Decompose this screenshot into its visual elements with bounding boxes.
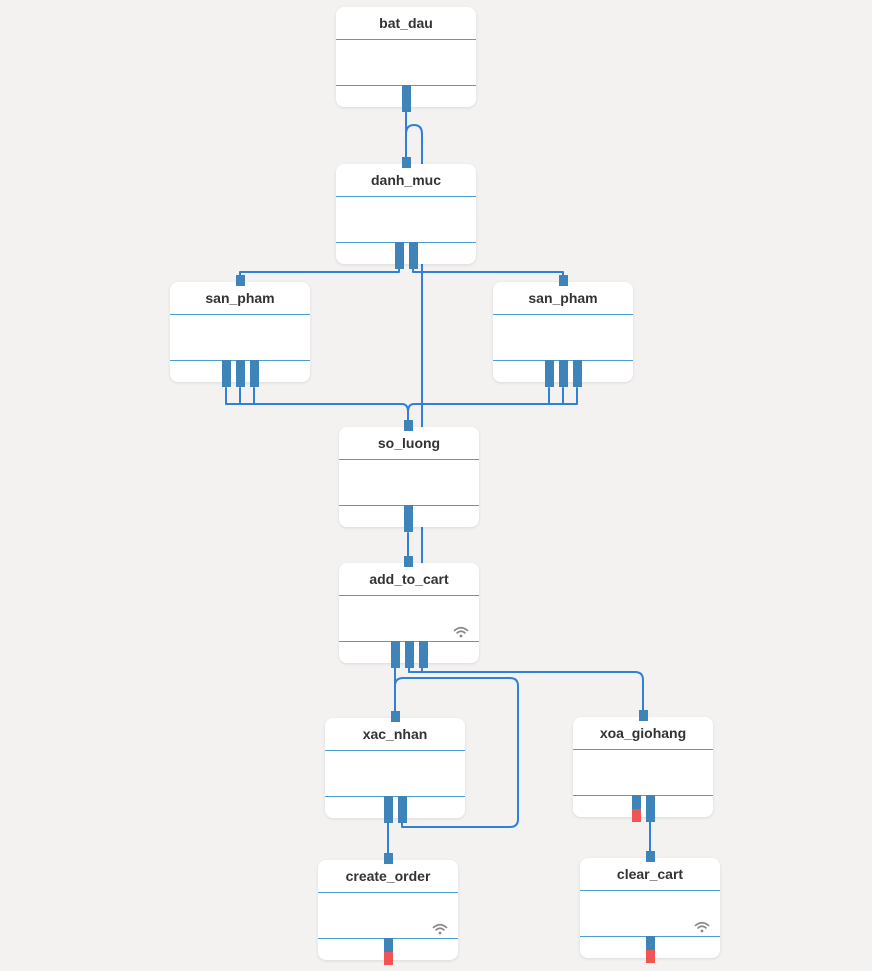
node-clear-cart[interactable]: clear_cart — [580, 851, 720, 963]
output-port[interactable] — [395, 242, 404, 269]
node-bat-dau[interactable]: bat_dau — [336, 7, 476, 112]
output-port[interactable] — [405, 641, 414, 668]
edge-add-to-cart-to-xoa-giohang — [408, 667, 644, 712]
node-title: create_order — [318, 860, 458, 893]
node-danh-muc[interactable]: danh_muc — [336, 157, 476, 269]
node-footer — [325, 796, 465, 819]
node-san-pham-right[interactable]: san_pham — [493, 275, 633, 387]
node-title: danh_muc — [336, 164, 476, 197]
node-body — [336, 40, 476, 85]
wifi-icon — [453, 626, 469, 638]
output-port[interactable] — [545, 360, 554, 387]
node-title: xac_nhan — [325, 718, 465, 751]
node-body — [493, 315, 633, 360]
node-body — [573, 750, 713, 795]
input-port[interactable] — [639, 710, 648, 721]
node-title: xoa_giohang — [573, 717, 713, 750]
node-title: san_pham — [170, 282, 310, 315]
output-port[interactable] — [419, 641, 428, 668]
error-port[interactable] — [632, 795, 641, 822]
output-port[interactable] — [573, 360, 582, 387]
edge-danh-muc-to-san-pham-right — [412, 267, 564, 277]
wifi-icon — [432, 923, 448, 935]
error-port[interactable] — [384, 938, 393, 965]
input-port[interactable] — [559, 275, 568, 286]
edge-san-pham-right-to-so-luong — [407, 387, 578, 413]
input-port[interactable] — [404, 420, 413, 431]
input-port[interactable] — [404, 556, 413, 567]
node-body — [325, 751, 465, 796]
output-port[interactable] — [398, 796, 407, 823]
output-port[interactable] — [384, 796, 393, 823]
error-port-marker — [384, 952, 393, 965]
output-port[interactable] — [409, 242, 418, 269]
node-title: bat_dau — [336, 7, 476, 40]
output-port[interactable] — [646, 795, 655, 822]
node-xoa-giohang[interactable]: xoa_giohang — [573, 710, 713, 822]
node-create-order[interactable]: create_order — [318, 853, 458, 965]
wifi-icon — [694, 921, 710, 933]
node-title: clear_cart — [580, 858, 720, 891]
node-body — [336, 197, 476, 242]
input-port[interactable] — [236, 275, 245, 286]
input-port[interactable] — [402, 157, 411, 168]
edge-danh-muc-to-san-pham-left — [239, 267, 400, 277]
node-body — [339, 460, 479, 505]
node-san-pham-left[interactable]: san_pham — [170, 275, 310, 387]
node-title: so_luong — [339, 427, 479, 460]
input-port[interactable] — [391, 711, 400, 722]
node-title: add_to_cart — [339, 563, 479, 596]
node-so-luong[interactable]: so_luong — [339, 420, 479, 532]
output-port[interactable] — [391, 641, 400, 668]
output-port[interactable] — [404, 505, 413, 532]
output-port[interactable] — [402, 85, 411, 112]
edge-san-pham-left-to-so-luong — [225, 387, 409, 421]
output-port[interactable] — [222, 360, 231, 387]
input-port[interactable] — [646, 851, 655, 862]
output-port[interactable] — [559, 360, 568, 387]
error-port[interactable] — [646, 936, 655, 963]
node-footer — [336, 242, 476, 265]
node-body — [170, 315, 310, 360]
input-port[interactable] — [384, 853, 393, 864]
error-port-marker — [646, 950, 655, 963]
error-port-marker — [632, 809, 641, 822]
node-footer — [573, 795, 713, 818]
node-title: san_pham — [493, 282, 633, 315]
node-add-to-cart[interactable]: add_to_cart — [339, 556, 479, 668]
output-port[interactable] — [250, 360, 259, 387]
output-port[interactable] — [236, 360, 245, 387]
node-xac-nhan[interactable]: xac_nhan — [325, 711, 465, 823]
